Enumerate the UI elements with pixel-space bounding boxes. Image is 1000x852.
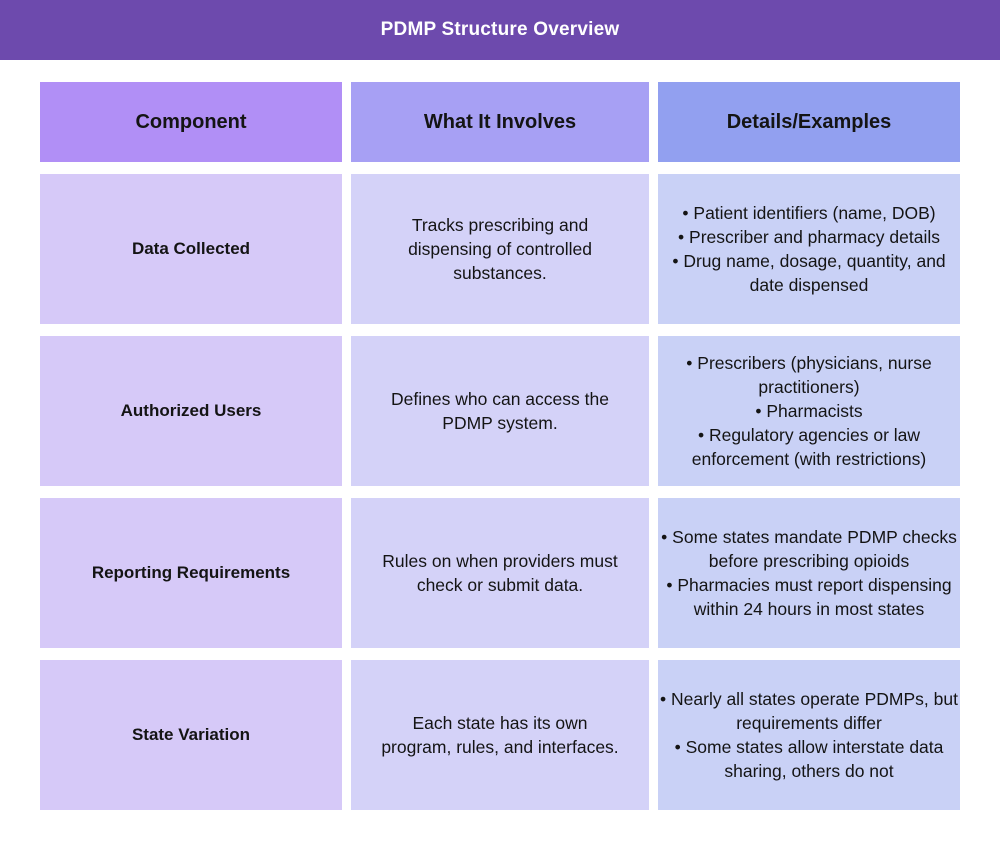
component-label: Authorized Users (120, 401, 262, 420)
cell-details-authorized-users: • Prescribers (physicians, nurse practit… (658, 336, 960, 486)
column-header-what-it-involves: What It Involves (351, 82, 649, 162)
cell-involves-state-variation: Each state has its own program, rules, a… (351, 660, 649, 810)
involves-text: Rules on when providers must check or su… (382, 551, 618, 595)
column-header-label: Component (135, 110, 247, 133)
cell-involves-reporting-requirements: Rules on when providers must check or su… (351, 498, 649, 648)
bullet-item: • Nearly all states operate PDMPs, but r… (660, 689, 958, 733)
cell-component-data-collected: Data Collected (40, 174, 342, 324)
cell-component-authorized-users: Authorized Users (40, 336, 342, 486)
bullet-item: • Drug name, dosage, quantity, and date … (672, 251, 946, 295)
involves-text: Defines who can access the PDMP system. (391, 389, 609, 433)
cell-component-reporting-requirements: Reporting Requirements (40, 498, 342, 648)
title-bar: PDMP Structure Overview (0, 0, 1000, 60)
component-label: Data Collected (131, 239, 251, 258)
column-header-label: Details/Examples (726, 110, 892, 133)
bullet-item: • Some states allow interstate data shar… (674, 737, 944, 781)
involves-text: Tracks prescribing and dispensing of con… (408, 215, 592, 283)
cell-involves-data-collected: Tracks prescribing and dispensing of con… (351, 174, 649, 324)
bullet-item: • Prescribers (physicians, nurse practit… (686, 353, 932, 397)
pdmp-table: Component What It Involves Details/Examp… (40, 82, 960, 810)
bullet-item: • Patient identifiers (name, DOB) (682, 203, 936, 223)
column-header-label: What It Involves (423, 110, 577, 133)
component-label: State Variation (131, 725, 251, 744)
cell-details-data-collected: • Patient identifiers (name, DOB) • Presc… (658, 174, 960, 324)
cell-involves-authorized-users: Defines who can access the PDMP system. (351, 336, 649, 486)
cell-details-state-variation: • Nearly all states operate PDMPs, but r… (658, 660, 960, 810)
column-header-component: Component (40, 82, 342, 162)
involves-text: Each state has its own program, rules, a… (381, 713, 619, 757)
bullet-item: • Some states mandate PDMP checks before… (661, 527, 957, 571)
bullet-item: • Pharmacists (755, 401, 863, 421)
bullet-item: • Prescriber and pharmacy details (678, 227, 940, 247)
bullet-item: • Regulatory agencies or law enforcement… (691, 425, 927, 469)
bullet-item: • Pharmacies must report dispensing with… (666, 575, 952, 619)
cell-details-reporting-requirements: • Some states mandate PDMP checks before… (658, 498, 960, 648)
page-title: PDMP Structure Overview (380, 19, 620, 40)
component-label: Reporting Requirements (91, 563, 291, 582)
cell-component-state-variation: State Variation (40, 660, 342, 810)
column-header-details-examples: Details/Examples (658, 82, 960, 162)
